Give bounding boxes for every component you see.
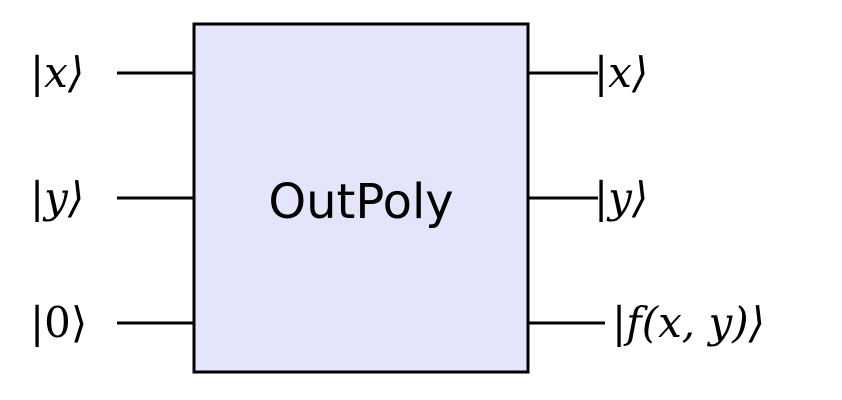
output-label-x: |x⟩ (594, 48, 648, 97)
outpoly-gate (192, 22, 530, 374)
input-label-zero: |0⟩ (30, 298, 87, 347)
input-label-y: |y⟩ (30, 173, 84, 222)
output-label-y: |y⟩ (594, 173, 648, 222)
input-label-x: |x⟩ (30, 48, 84, 97)
output-label-result: |f(x, y)⟩ (612, 298, 765, 347)
gate-label: OutPoly (268, 174, 453, 230)
